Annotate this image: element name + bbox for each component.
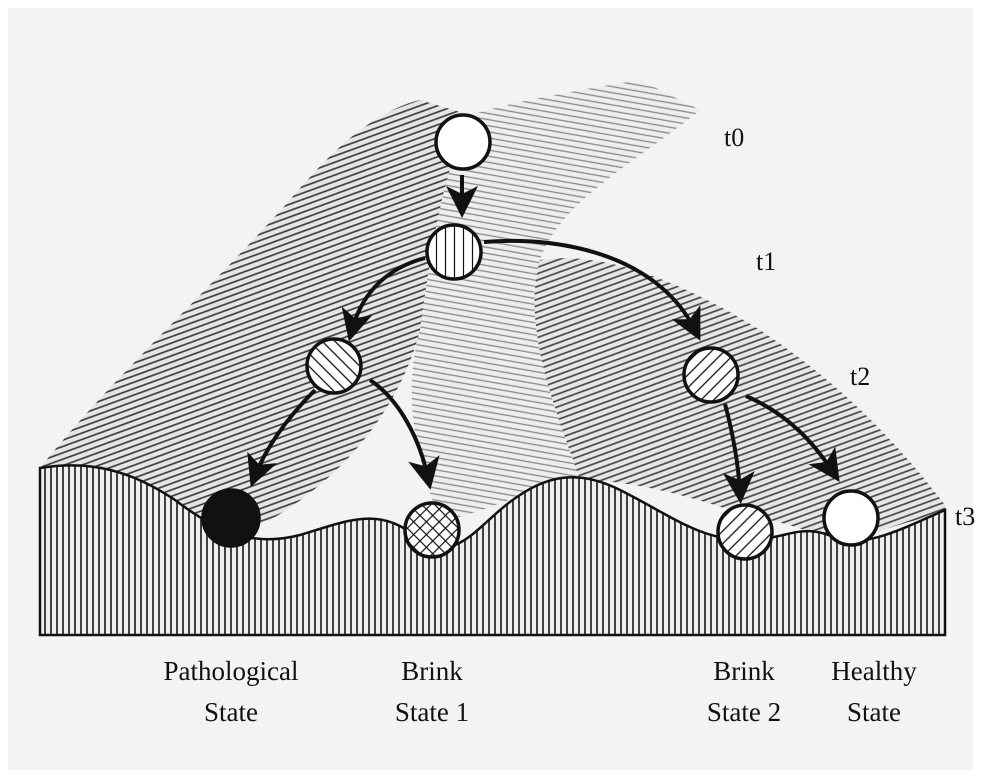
arrow-right-healthy	[745, 394, 840, 482]
pathological-state-circle	[201, 488, 261, 548]
brink-state-1-label-line1: Brink	[401, 656, 463, 686]
time-label-t1: t1	[756, 247, 776, 276]
pathological-state-label-line1: Pathological	[164, 656, 299, 686]
brink-state-2-circle	[716, 503, 774, 561]
arrow-left-brink1	[368, 378, 440, 490]
healthy-state-label-line2: State	[847, 697, 901, 727]
state-circle-t2-left	[305, 337, 363, 395]
arrow-t1-right	[483, 238, 701, 341]
transition-arrows	[247, 175, 840, 504]
pathological-state-label-line2: State	[204, 697, 258, 727]
state-circles	[201, 113, 880, 561]
time-label-t2: t2	[850, 362, 870, 391]
healthy-state-circle	[822, 489, 880, 547]
healthy-state-label-line1: Healthy	[831, 656, 917, 686]
state-circle-t1	[425, 223, 483, 281]
time-label-t0: t0	[724, 123, 744, 152]
brink-state-2-label-line2: State 2	[707, 697, 781, 727]
arrow-t1-left	[341, 256, 426, 342]
arrow-right-brink2	[722, 403, 755, 504]
time-label-t3: t3	[955, 502, 975, 531]
landscape-right-slope	[534, 258, 945, 545]
arrow-left-pathological	[247, 388, 317, 488]
state-circle-t2-right	[682, 346, 740, 404]
brink-state-1-circle	[403, 501, 461, 559]
brink-state-2-label-line1: Brink	[713, 656, 775, 686]
landscape-left-slope	[40, 100, 470, 526]
state-circle-t0	[434, 113, 492, 171]
brink-state-1-label-line2: State 1	[395, 697, 469, 727]
landscape-center-ridge	[411, 80, 700, 520]
